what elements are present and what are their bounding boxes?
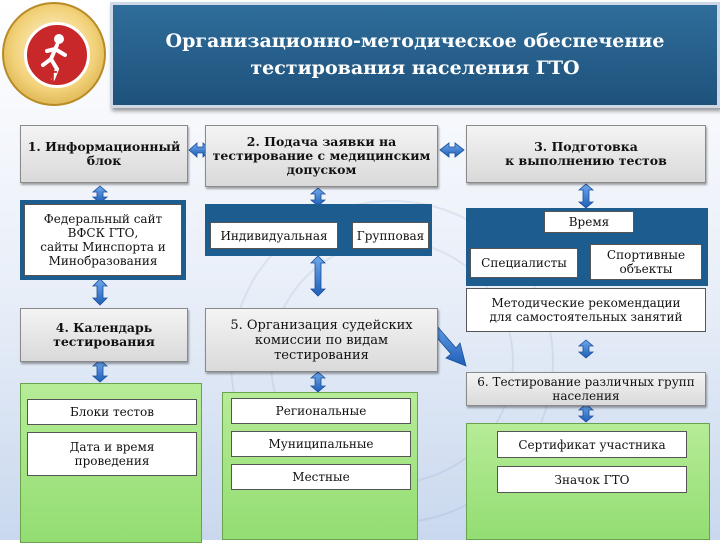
group-option: Групповая xyxy=(352,222,429,249)
arrow-options-block5 xyxy=(310,255,326,297)
arrow-block3-time xyxy=(577,183,595,209)
block4-header: 4. Календарь тестирования xyxy=(20,308,188,362)
block2-panel: Индивидуальная Групповая xyxy=(205,204,432,256)
specialists-box: Специалисты xyxy=(470,248,578,278)
block1-header: 1. Информационный блок xyxy=(20,125,188,183)
logo-text: ГТО xyxy=(39,70,69,85)
block1-panel: Федеральный сайт ВФСК ГТО, сайты Минспор… xyxy=(20,200,186,280)
block5-panel: Региональные Муниципальные Местные xyxy=(222,392,418,540)
certificate-box: Сертификат участника xyxy=(497,431,687,458)
arrow-block2-block3 xyxy=(439,142,465,158)
arrow-site-block4 xyxy=(92,278,108,306)
block6-panel: Сертификат участника Значок ГТО xyxy=(466,423,710,540)
test-blocks-box: Блоки тестов xyxy=(27,399,197,425)
block2-header: 2. Подача заявки на тестирование с медиц… xyxy=(205,125,438,187)
arrow-block6-certificate xyxy=(577,403,595,423)
time-box: Время xyxy=(544,211,634,233)
arrow-recommend-block6 xyxy=(577,339,595,359)
runner-emblem xyxy=(24,22,90,88)
arrow-block5-content xyxy=(309,371,327,393)
gto-logo: ГТО xyxy=(2,2,106,106)
municipal-box: Муниципальные xyxy=(231,431,411,457)
federal-site-box: Федеральный сайт ВФСК ГТО, сайты Минспор… xyxy=(24,204,182,276)
block6-header: 6. Тестирование различных групп населени… xyxy=(466,372,706,406)
individual-option: Индивидуальная xyxy=(210,222,338,249)
block5-header: 5. Организация судейских комиссии по вид… xyxy=(205,308,438,372)
recommendations-box: Методические рекомендации для самостояте… xyxy=(466,288,706,332)
block3-header: 3. Подготовка к выполнению тестов xyxy=(466,125,706,183)
block3-panel: Время Специалисты Спортивные объекты xyxy=(466,208,708,286)
sport-objects-box: Спортивные объекты xyxy=(590,244,702,280)
regional-box: Региональные xyxy=(231,398,411,424)
block4-panel: Блоки тестов Дата и время проведения xyxy=(20,383,202,543)
local-box: Местные xyxy=(231,464,411,490)
gto-badge-box: Значок ГТО xyxy=(497,466,687,493)
runner-icon xyxy=(41,34,67,81)
arrow-block4-content xyxy=(91,359,109,383)
date-time-box: Дата и время проведения xyxy=(27,432,197,476)
page-title: Организационно-методическое обеспечение … xyxy=(110,2,720,108)
